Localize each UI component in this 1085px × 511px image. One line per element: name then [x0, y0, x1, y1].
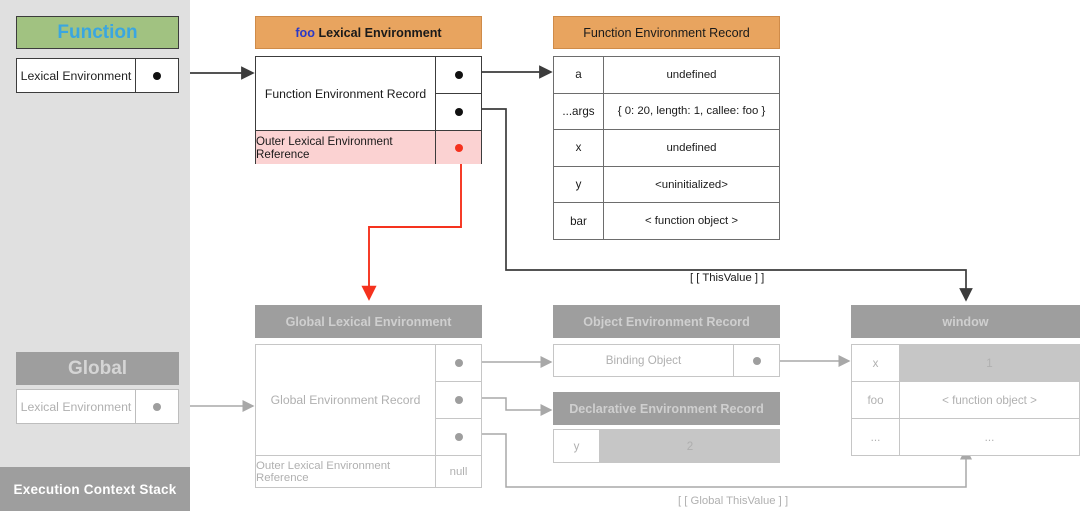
wire-foo-outer-to-global-le	[361, 152, 462, 301]
binding-object-label: Binding Object	[554, 345, 734, 376]
object-environment-record-box: Binding Object	[553, 344, 780, 377]
property-key: x	[852, 345, 900, 381]
binding-key: ...args	[554, 93, 604, 130]
foo-lexical-environment-box: Function Environment Record Outer Lexica…	[255, 56, 482, 164]
property-value: ...	[984, 430, 995, 444]
stack-frame-function-row[interactable]: Lexical Environment	[16, 58, 179, 93]
binding-value: { 0: 20, length: 1, callee: foo }	[617, 105, 766, 118]
declarative-environment-record-title: Declarative Environment Record	[553, 392, 780, 425]
window-object-table: x 1 foo < function object > ... ...	[851, 344, 1080, 456]
declarative-environment-record-table: y 2	[553, 429, 780, 463]
table-row: x 1	[852, 345, 1079, 382]
table-row: a undefined	[554, 57, 779, 94]
object-environment-record-title: Object Environment Record	[553, 305, 780, 338]
binding-key: y	[553, 429, 600, 463]
binding-value: undefined	[666, 141, 717, 154]
global-environment-record-label: Global Environment Record	[256, 345, 436, 455]
window-object-title-text: window	[942, 314, 989, 329]
foo-thisvalue-pointer[interactable]	[436, 94, 481, 130]
binding-key: y	[554, 166, 604, 203]
pointer-dot-icon	[454, 71, 463, 79]
table-row: x undefined	[554, 130, 779, 167]
binding-key: a	[554, 57, 604, 93]
foo-lexical-environment-title: foo Lexical Environment	[255, 16, 482, 49]
pointer-dot-icon	[752, 356, 761, 365]
function-environment-record-title-text: Function Environment Record	[583, 25, 750, 40]
pointer-dot-icon	[454, 396, 463, 404]
stack-frame-global-lexenv-label: Lexical Environment	[17, 390, 136, 423]
global-thisvalue-pointer[interactable]	[436, 419, 481, 455]
property-value: 1	[900, 345, 1079, 381]
declarative-environment-record-title-text: Declarative Environment Record	[569, 401, 764, 416]
pointer-dot-icon	[454, 359, 463, 367]
binding-key: x	[554, 130, 604, 166]
global-outer-reference-label: Outer Lexical Environment Reference	[256, 456, 436, 488]
execution-context-stack-footer: Execution Context Stack	[0, 467, 190, 511]
foo-function-environment-record-row: Function Environment Record	[256, 57, 481, 130]
global-object-record-pointer[interactable]	[436, 345, 481, 382]
stack-frame-global-title: Global	[67, 357, 128, 379]
global-outer-lexical-environment-reference-row: Outer Lexical Environment Reference null	[256, 455, 481, 488]
function-environment-record-title: Function Environment Record	[553, 16, 780, 49]
stack-frame-global-pointer[interactable]	[136, 390, 178, 423]
global-lexical-environment-box: Global Environment Record Outer Lexical …	[255, 344, 482, 488]
pointer-dot-icon	[153, 71, 161, 80]
stack-frame-global-header: Global	[16, 352, 179, 385]
global-record-pointer-cells	[436, 345, 481, 455]
stack-frame-function-header: Function	[16, 16, 179, 49]
stack-frame-function-pointer[interactable]	[136, 59, 178, 92]
table-row: ... ...	[852, 419, 1079, 455]
foo-title-prefix: foo	[295, 25, 315, 40]
pointer-dot-icon	[454, 433, 463, 441]
global-declarative-record-pointer[interactable]	[436, 382, 481, 419]
binding-value: 2	[686, 439, 694, 453]
table-row: y <uninitialized>	[554, 166, 779, 204]
foo-outer-reference-label: Outer Lexical Environment Reference	[256, 131, 436, 164]
stack-frame-function-title: Function	[57, 21, 138, 43]
table-row: bar < function object >	[554, 203, 779, 239]
binding-value: <uninitialized>	[655, 178, 728, 191]
window-object-title: window	[851, 305, 1080, 338]
foo-outer-reference-pointer[interactable]	[436, 131, 481, 164]
edge-label-global-this-value: [ [ Global ThisValue ] ]	[678, 495, 789, 507]
pointer-dot-icon	[454, 143, 463, 152]
foo-function-environment-record-label: Function Environment Record	[256, 57, 436, 130]
global-lexical-environment-title: Global Lexical Environment	[255, 305, 482, 338]
property-key: foo	[852, 382, 900, 418]
property-value: < function object >	[942, 393, 1037, 407]
property-key: ...	[852, 419, 900, 455]
function-environment-record-table: a undefined ...args { 0: 20, length: 1, …	[553, 56, 780, 240]
binding-object-pointer[interactable]	[734, 345, 779, 376]
stack-frame-global-row[interactable]: Lexical Environment	[16, 389, 179, 424]
stack-frame-function-lexenv-label: Lexical Environment	[17, 59, 136, 92]
table-row: ...args { 0: 20, length: 1, callee: foo …	[554, 93, 779, 131]
foo-record-pointer[interactable]	[436, 57, 481, 94]
execution-context-stack-label: Execution Context Stack	[13, 481, 177, 497]
pointer-dot-icon	[153, 402, 161, 411]
binding-key: bar	[554, 203, 604, 239]
object-environment-record-title-text: Object Environment Record	[583, 314, 750, 329]
binding-value: undefined	[666, 68, 717, 81]
edge-label-this-value: [ [ ThisValue ] ]	[690, 272, 765, 284]
foo-record-pointer-cells	[436, 57, 481, 130]
foo-outer-lexical-environment-reference-row: Outer Lexical Environment Reference	[256, 130, 481, 164]
table-row: foo < function object >	[852, 382, 1079, 419]
foo-title-suffix: Lexical Environment	[318, 25, 442, 40]
global-lexical-environment-title-text: Global Lexical Environment	[285, 314, 452, 329]
global-environment-record-row: Global Environment Record	[256, 345, 481, 455]
pointer-dot-icon	[454, 108, 463, 116]
global-outer-reference-value: null	[449, 466, 468, 478]
binding-value: < function object >	[644, 215, 739, 228]
